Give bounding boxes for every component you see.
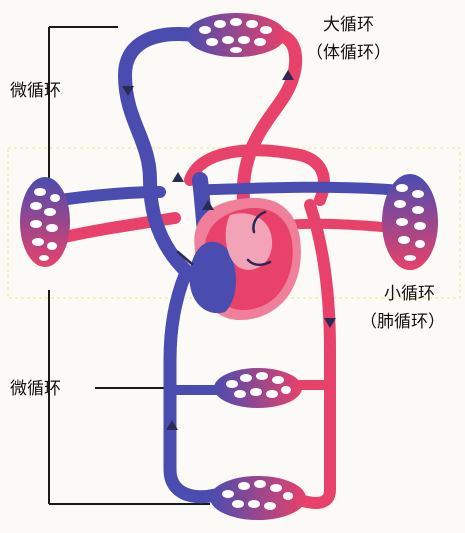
label-micro-top: 微循环 [10, 80, 61, 102]
label-systemic: 大循环 [323, 14, 374, 36]
capillary-bed-top [186, 13, 286, 57]
label-micro-bottom: 微循环 [10, 378, 61, 400]
arrow-up-icon [172, 172, 184, 182]
micro-bracket-top [49, 27, 118, 188]
capillary-bed-right-lung [382, 174, 438, 270]
heart [189, 198, 300, 320]
label-pulmonary-alt: （肺循环） [360, 311, 445, 333]
capillary-bed-bottom [210, 476, 306, 520]
micro-bracket-bottom [49, 290, 210, 504]
label-pulmonary: 小循环 [384, 283, 435, 305]
capillary-bed-middle [214, 368, 302, 408]
capillary-bed-left-lung [20, 177, 70, 267]
label-systemic-alt: （体循环） [306, 42, 391, 64]
